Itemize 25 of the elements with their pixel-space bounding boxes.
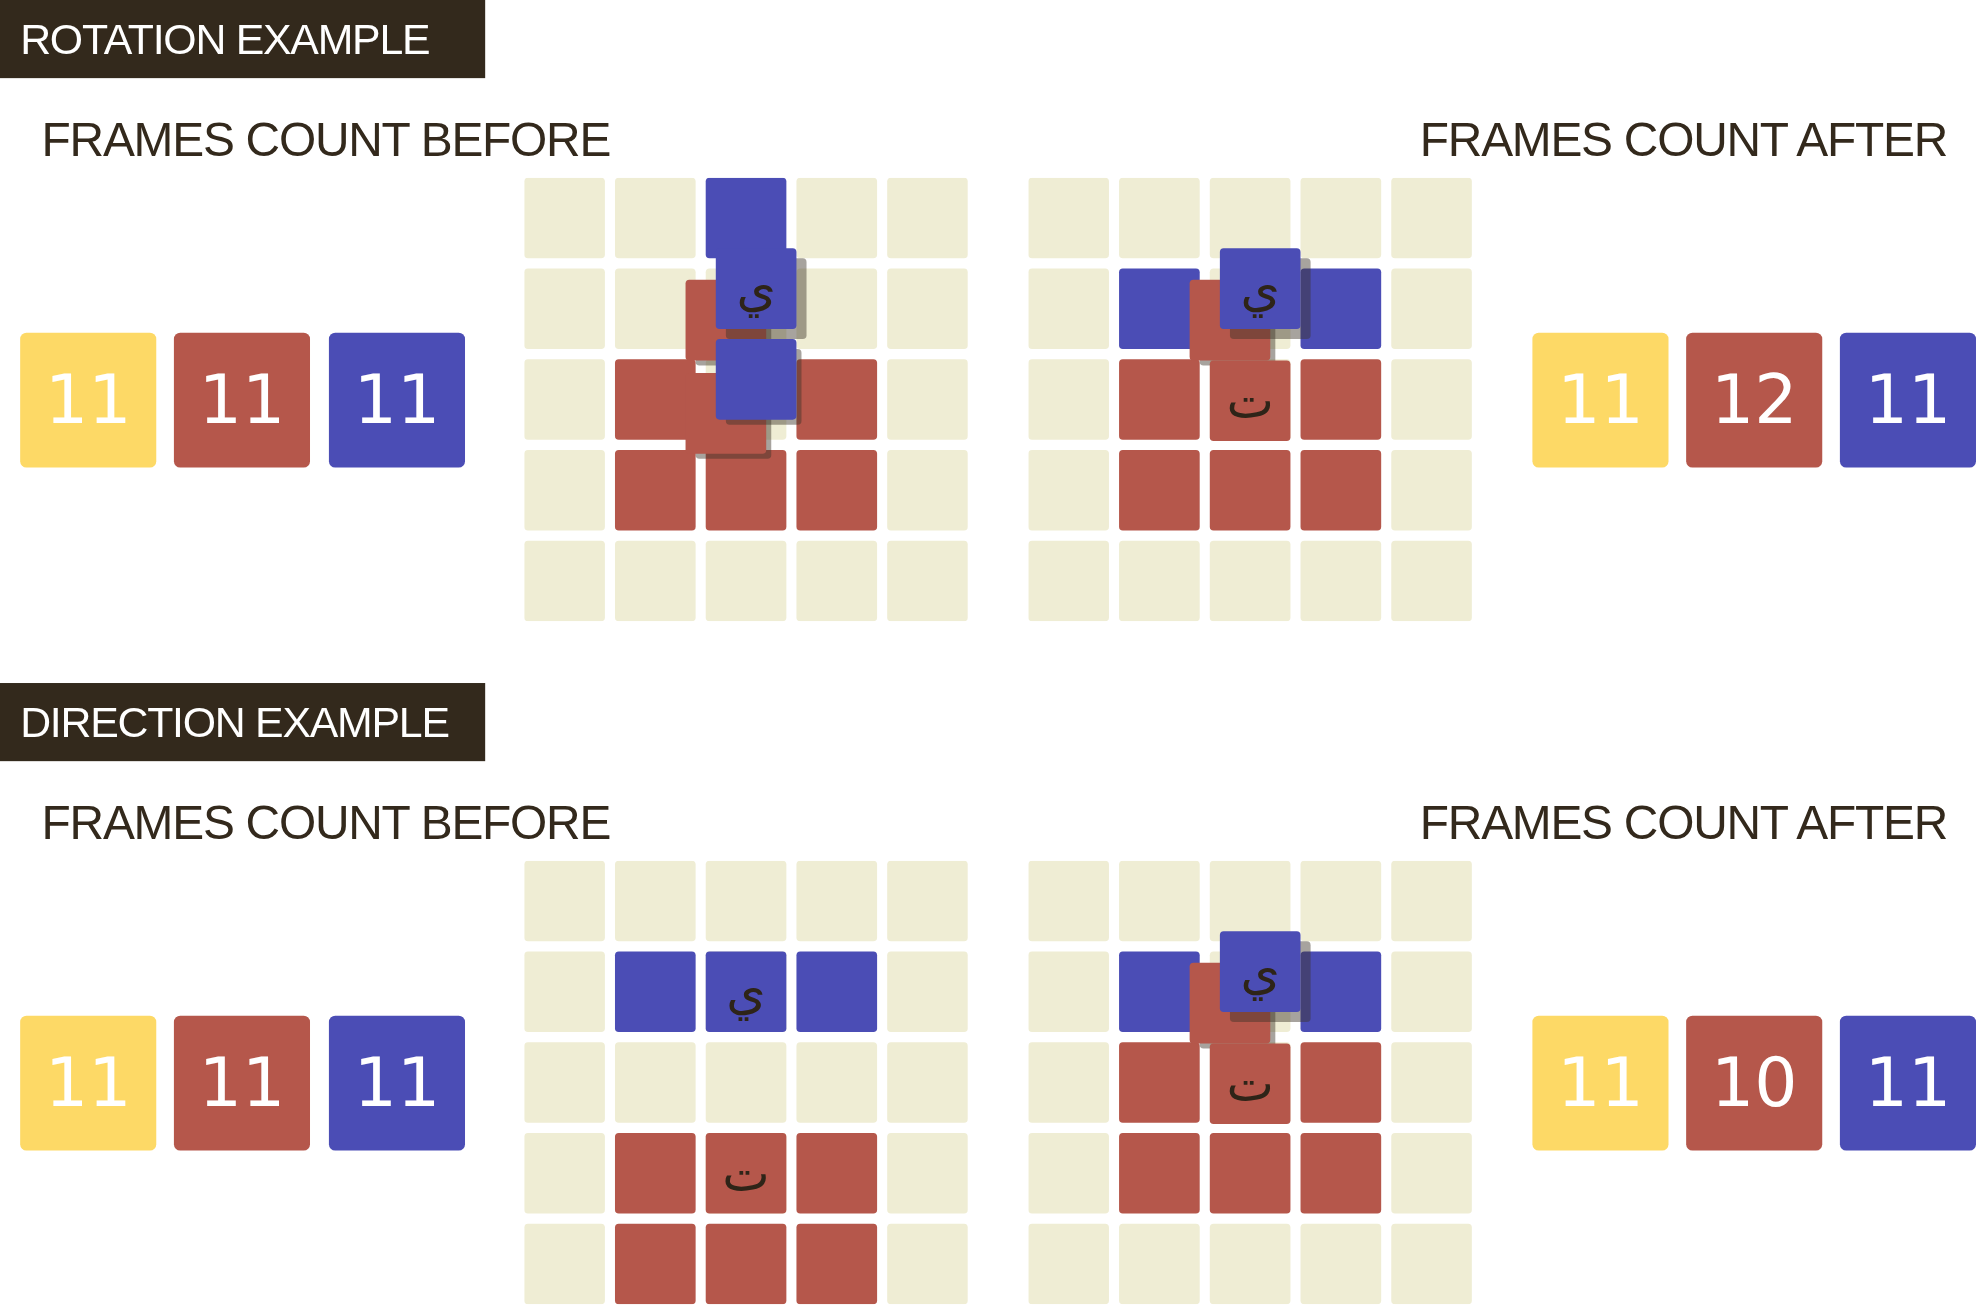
section-label: FRAMES COUNT BEFORE — [41, 113, 611, 168]
counter-tile: 11 — [1532, 332, 1669, 468]
counter-tile: 11 — [1839, 332, 1976, 468]
counter-tile: 10 — [1686, 1015, 1823, 1151]
section-label: FRAMES COUNT BEFORE — [41, 796, 611, 851]
counter-tile: 12 — [1686, 332, 1823, 468]
counter-tile: 11 — [20, 332, 157, 468]
section-label: FRAMES COUNT AFTER — [1419, 113, 1947, 168]
counter-tile: 11 — [20, 1015, 157, 1151]
counter-tile: 11 — [328, 332, 465, 468]
counter-tile: 11 — [1532, 1015, 1669, 1151]
letter-tile: ي — [715, 248, 797, 329]
letter-tile: ي — [1219, 931, 1301, 1012]
section-heading: ROTATION EXAMPLE — [0, 0, 486, 79]
counter-tile: 11 — [328, 1015, 465, 1151]
letter-tile: ي — [705, 951, 787, 1033]
counter-tile: 11 — [1839, 1015, 1976, 1151]
letter-tile: ي — [1219, 248, 1301, 329]
letter-tile: ت — [1209, 1043, 1291, 1125]
letter-tile: ت — [705, 1132, 787, 1214]
section-label: FRAMES COUNT AFTER — [1419, 796, 1947, 851]
section-heading: DIRECTION EXAMPLE — [0, 683, 486, 762]
counter-tile: 11 — [173, 332, 310, 468]
letter-tile: ت — [1209, 360, 1291, 442]
counter-tile: 11 — [173, 1015, 310, 1151]
